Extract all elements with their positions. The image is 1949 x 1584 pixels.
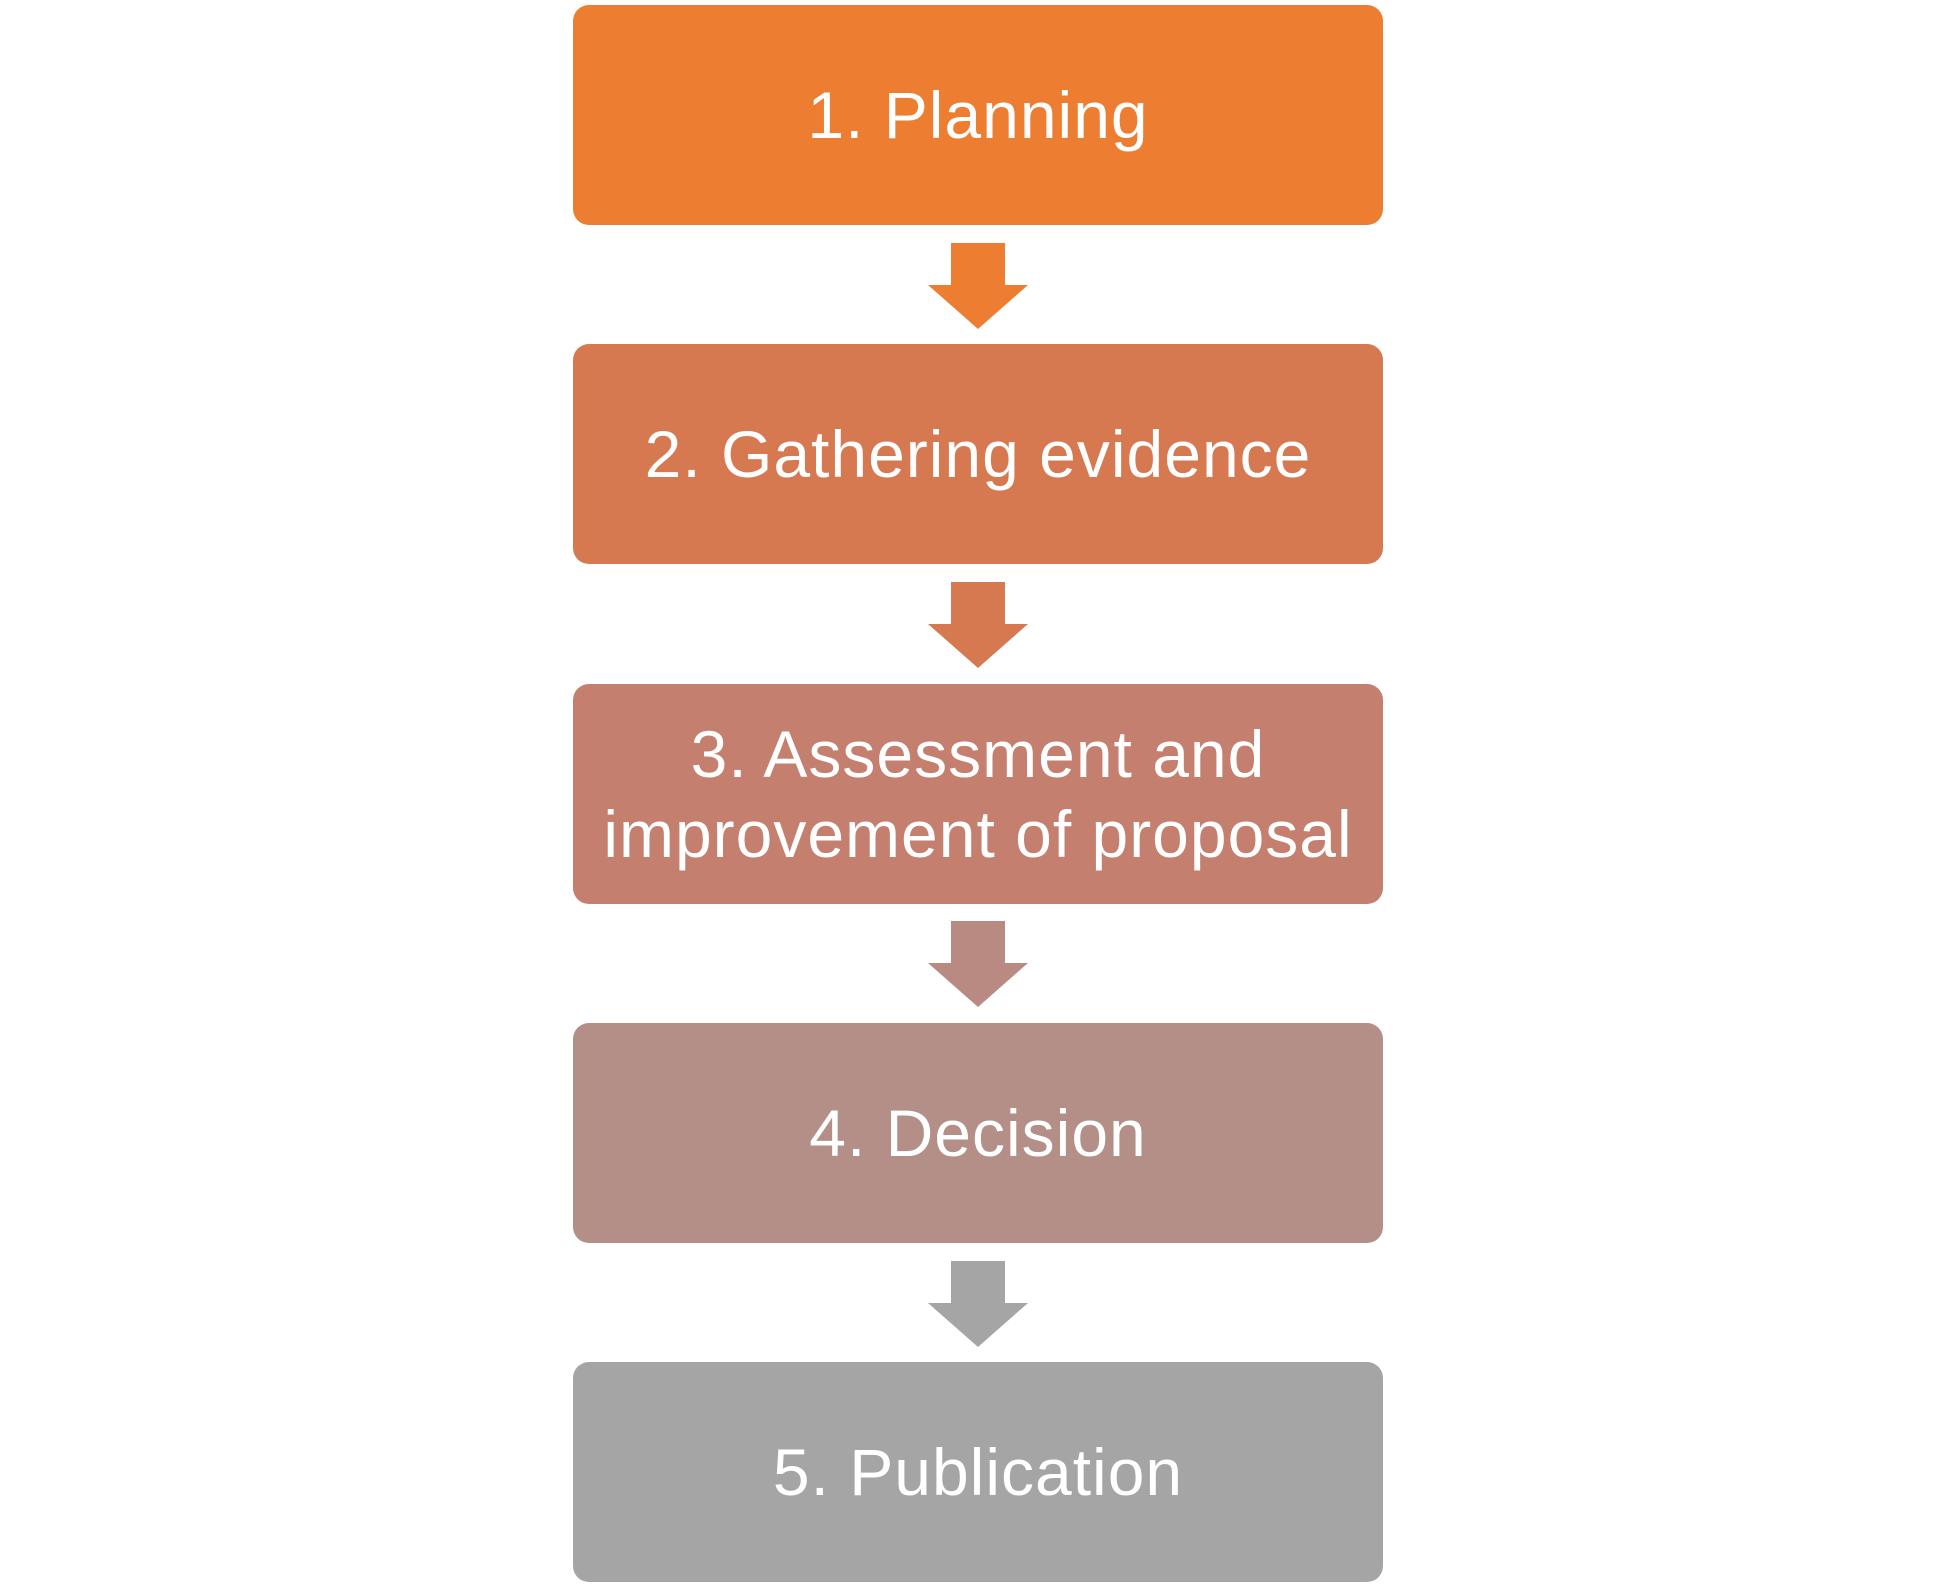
step-label: 4. Decision	[809, 1096, 1147, 1170]
step-label: 2. Gathering evidence	[644, 417, 1312, 491]
step-label: 1. Planning	[807, 78, 1149, 152]
down-arrow-icon	[928, 582, 1028, 668]
step-assessment-improvement: 3. Assessment and improvement of proposa…	[573, 684, 1383, 904]
down-arrow-icon	[928, 921, 1028, 1007]
step-label: 5. Publication	[772, 1435, 1184, 1509]
step-planning: 1. Planning	[573, 5, 1383, 225]
down-arrow-icon	[928, 1261, 1028, 1347]
step-decision: 4. Decision	[573, 1023, 1383, 1243]
step-gathering-evidence: 2. Gathering evidence	[573, 344, 1383, 564]
step-label: 3. Assessment and improvement of proposa…	[603, 717, 1353, 871]
step-publication: 5. Publication	[573, 1362, 1383, 1582]
down-arrow-icon	[928, 243, 1028, 329]
